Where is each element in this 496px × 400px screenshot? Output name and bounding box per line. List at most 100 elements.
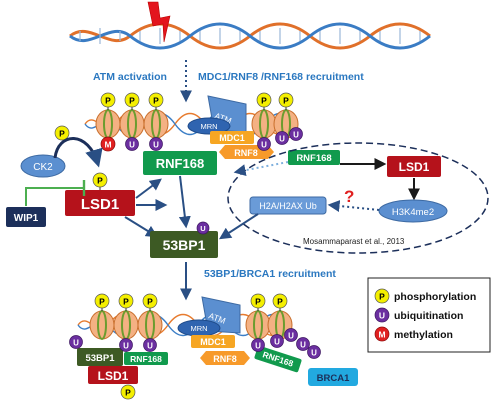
legend-methyl-label: methylation: [394, 329, 453, 341]
atm-activation-label: ATM activation: [93, 71, 167, 83]
svg-text:U: U: [274, 338, 280, 347]
rnf8-bottom-label: RNF8: [213, 354, 237, 364]
lsd1-right-label: LSD1: [399, 160, 430, 174]
rnf8-label: RNF8: [234, 148, 258, 158]
mrn-shape: [187, 117, 231, 135]
mdc1-label: MDC1: [219, 133, 245, 143]
lsd1-main-node: [65, 190, 135, 216]
rnf168-bottom-b-node: [254, 345, 302, 373]
svg-text:P: P: [147, 297, 153, 307]
nucleosome: [119, 109, 145, 139]
ubiq-mark-group-bottom: U U U U U U U U: [69, 328, 321, 359]
ck2-label: CK2: [33, 162, 53, 173]
h3k4-to-h2a-arrow: [327, 200, 380, 212]
nucleosome: [245, 310, 271, 340]
svg-text:U: U: [379, 311, 385, 321]
h2a-ub-node: [249, 196, 327, 215]
svg-text:M: M: [378, 330, 385, 340]
mrn-bottom-label: MRN: [190, 324, 207, 333]
legend-ubiq-label: ubiquitination: [394, 310, 463, 322]
lsd1-bottom-label: LSD1: [98, 369, 129, 383]
nucleosome: [95, 109, 121, 139]
legend-methyl-icon: M: [374, 326, 390, 342]
phospho-mark: P: [100, 92, 116, 110]
svg-text:U: U: [288, 332, 294, 341]
lsd1-to-rnf168-arrow: [135, 178, 162, 199]
phospho-mark: P: [148, 92, 164, 110]
rnf168-bottom-a-node: [124, 352, 168, 365]
svg-text:U: U: [129, 141, 135, 150]
53bp1-ubiq-mark: U: [196, 221, 210, 235]
svg-text:M: M: [104, 140, 111, 150]
ubiq-mark: U: [257, 137, 271, 151]
citation-text: Mosammaparast et al., 2013: [303, 237, 405, 246]
ubiq-mark: U: [270, 334, 284, 348]
nucleosome: [137, 310, 163, 340]
rnf168-feedback-arrow: [233, 161, 289, 177]
h2a-ub-to-53bp1-arrow: [218, 213, 259, 240]
lsd1-right-node: [387, 156, 441, 177]
53bp1-main-node: [150, 231, 218, 258]
ubiq-mark: U: [143, 338, 157, 352]
svg-text:U: U: [123, 342, 129, 351]
legend-phospho-icon: P: [374, 288, 390, 304]
53bp1-bottom-label: 53BP1: [85, 353, 115, 364]
wip1-label: WIP1: [14, 213, 39, 224]
nucleosome: [113, 310, 139, 340]
svg-text:P: P: [261, 96, 267, 106]
dna-helix: [69, 22, 431, 50]
phospho-mark: P: [278, 92, 294, 110]
ubiq-mark: U: [284, 328, 298, 342]
legend: P phosphorylation U ubiquitination M met…: [367, 277, 491, 353]
svg-text:P: P: [129, 96, 135, 106]
rnf168-main-node: [143, 151, 217, 175]
lsd1-phospho-mark: P: [92, 172, 108, 190]
ubiq-mark: U: [125, 137, 139, 151]
h3k4me2-node: [378, 199, 448, 223]
svg-text:U: U: [300, 341, 306, 350]
question-mark: ?: [344, 187, 354, 206]
svg-text:P: P: [59, 129, 65, 139]
lsd1-pathway-region: [227, 142, 489, 254]
phospho-mark: P: [142, 293, 158, 311]
rnf168-right-node: [288, 150, 340, 165]
svg-text:U: U: [311, 349, 317, 358]
nucleosome: [89, 310, 115, 340]
svg-text:P: P: [153, 96, 159, 106]
svg-text:P: P: [283, 96, 289, 106]
wip1-inhibits-arrow: [25, 187, 84, 206]
53bp1-recruitment-label: 53BP1/BRCA1 recruitment: [204, 268, 336, 280]
mdc1-recruitment-label: MDC1/RNF8 /RNF168 recruitment: [198, 71, 364, 83]
rnf168-main-label: RNF168: [156, 156, 204, 171]
svg-text:U: U: [200, 224, 205, 233]
phospho-mark: P: [256, 92, 272, 110]
phospho-mark-group-top: P P P P P: [100, 92, 294, 110]
ck2-node: [20, 154, 66, 178]
53bp1-bottom-node: [77, 348, 123, 366]
ubiq-mark: U: [119, 338, 133, 352]
ubiq-mark: U: [296, 337, 310, 351]
phospho-mark: P: [250, 293, 266, 311]
mdc1-shape: [210, 131, 254, 144]
mdc1-bottom-label: MDC1: [200, 337, 226, 347]
legend-phospho-label: phosphorylation: [394, 291, 476, 303]
svg-text:U: U: [279, 135, 285, 144]
ubiq-mark: U: [307, 345, 321, 359]
svg-text:P: P: [97, 176, 103, 186]
svg-text:U: U: [255, 342, 261, 351]
h3k4me2-label: H3K4me2: [392, 207, 434, 218]
svg-text:P: P: [123, 297, 129, 307]
rnf168-right-label: RNF168: [296, 153, 331, 164]
ubiq-mark: U: [69, 335, 83, 349]
lsd1-main-label: LSD1: [81, 196, 119, 213]
nucleosome: [251, 109, 277, 139]
phospho-mark-group-bottom: P P P P P: [94, 293, 288, 311]
mdc1-shape-bottom: [191, 335, 235, 348]
ck2-phosphorylates-lsd1-arrow: [53, 137, 103, 168]
rnf168-bottom-a-label: RNF168: [130, 354, 162, 364]
svg-text:P: P: [379, 292, 385, 302]
mrn-label: MRN: [200, 122, 217, 131]
h2a-ub-label: H2A/H2AX Ub: [259, 201, 317, 211]
legend-ubiq-icon: U: [374, 307, 390, 323]
phospho-mark: P: [272, 293, 288, 311]
